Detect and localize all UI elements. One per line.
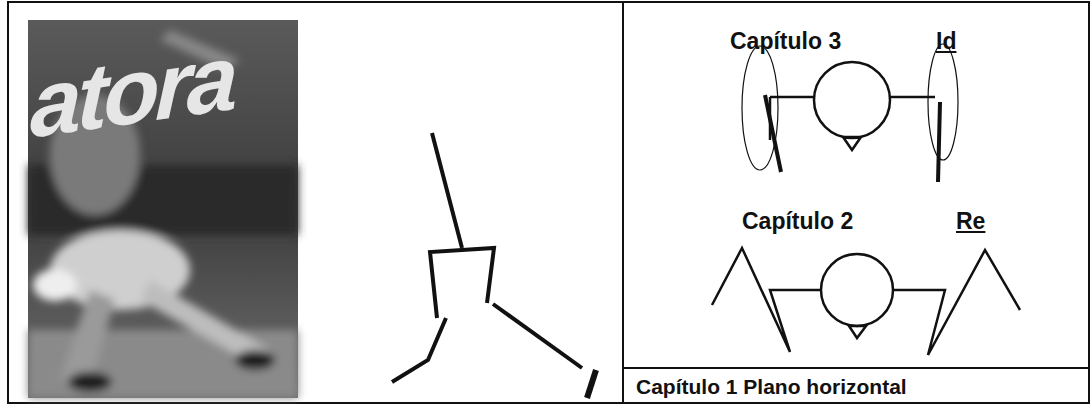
caption-cell: Capítulo 1 Plano horizontal bbox=[624, 369, 1089, 403]
caption-text: Capítulo 1 Plano horizontal bbox=[636, 376, 1089, 397]
top-view-figure bbox=[712, 248, 1020, 355]
plane-code: Id bbox=[936, 30, 956, 53]
stick-figure bbox=[392, 133, 596, 398]
chapter-heading: Capítulo 2 bbox=[742, 210, 853, 233]
outer-frame bbox=[8, 2, 1089, 403]
cell-divider bbox=[622, 2, 624, 404]
plane-code: Re bbox=[956, 210, 985, 233]
player-photo bbox=[28, 20, 298, 398]
top-view-figure bbox=[742, 44, 958, 182]
chapter-heading: Capítulo 3 bbox=[730, 30, 841, 53]
cell-border bbox=[623, 367, 1089, 369]
